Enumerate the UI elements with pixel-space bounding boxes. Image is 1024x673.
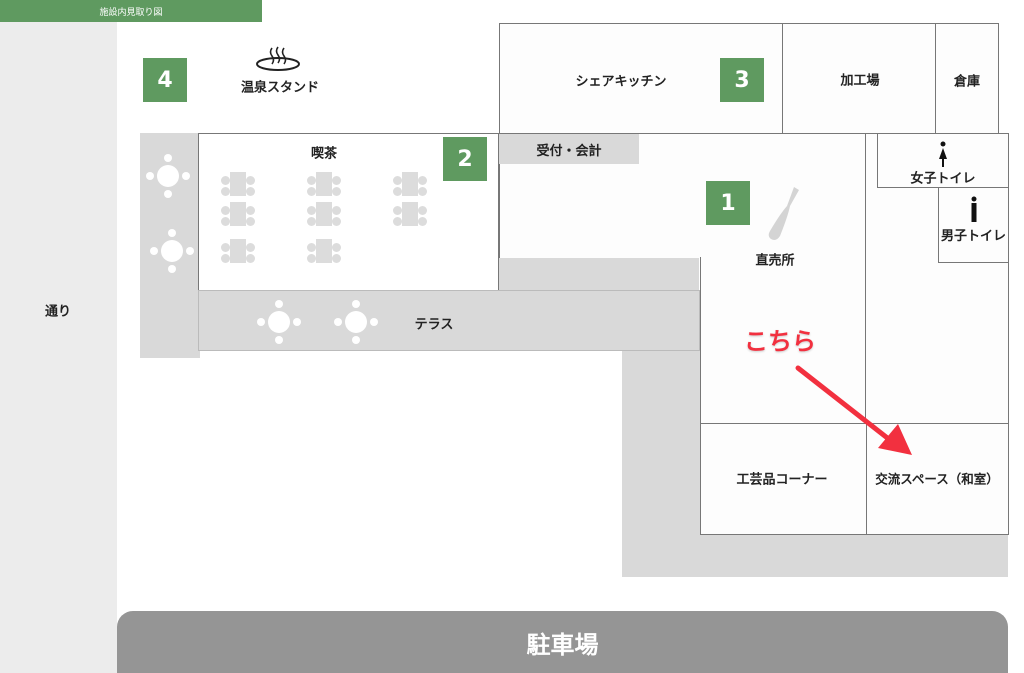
- arrow-icon: [795, 365, 912, 455]
- chair: [186, 247, 194, 255]
- cafe-table: [402, 172, 418, 196]
- cafe-table: [230, 239, 246, 263]
- womens-toilet-label: 女子トイレ: [910, 171, 976, 187]
- chair: [164, 190, 172, 198]
- chair: [418, 187, 427, 196]
- map-title: 施設内見取り図: [99, 7, 163, 18]
- chair: [307, 206, 316, 215]
- chair: [168, 265, 176, 273]
- chair: [393, 187, 402, 196]
- chair: [307, 217, 316, 226]
- share-kitchen-label: シェアキッチン: [575, 74, 667, 90]
- cafe-table: [316, 239, 332, 263]
- mens-toilet-label: 男子トイレ: [941, 229, 1007, 244]
- reception-label: 受付・会計: [536, 143, 602, 159]
- cafe-table: [316, 202, 332, 226]
- round-table: [157, 165, 179, 187]
- chair: [418, 217, 427, 226]
- chair: [221, 243, 230, 252]
- sales-strip: [499, 257, 699, 290]
- chair: [221, 206, 230, 215]
- chair: [393, 217, 402, 226]
- woman-icon: [939, 141, 947, 167]
- exchange-label: 交流スペース（和室）: [875, 471, 999, 487]
- chair: [275, 336, 283, 344]
- parking-label: 駐車場: [526, 630, 599, 659]
- chair: [418, 206, 427, 215]
- chair: [257, 318, 265, 326]
- chair: [246, 243, 255, 252]
- chair: [275, 300, 283, 308]
- chair: [246, 254, 255, 263]
- chair: [150, 247, 158, 255]
- chair: [246, 187, 255, 196]
- chair: [246, 176, 255, 185]
- cafe-table: [230, 172, 246, 196]
- chair: [182, 172, 190, 180]
- chair: [393, 206, 402, 215]
- chair: [307, 254, 316, 263]
- crafts-label: 工芸品コーナー: [736, 472, 828, 488]
- hot-spring-icon: [256, 46, 300, 71]
- chair: [146, 172, 154, 180]
- chair: [332, 176, 341, 185]
- chair: [168, 229, 176, 237]
- crafts-room: [700, 423, 867, 535]
- chair: [332, 243, 341, 252]
- kissa-label: 喫茶: [310, 146, 338, 162]
- chair: [164, 154, 172, 162]
- chair: [393, 176, 402, 185]
- chair: [293, 318, 301, 326]
- chair: [332, 206, 341, 215]
- storage-room: [935, 23, 999, 134]
- badge-3: 3: [720, 58, 764, 102]
- chair: [221, 176, 230, 185]
- direct-sales-lower: [700, 257, 866, 424]
- chair: [246, 217, 255, 226]
- chair: [221, 187, 230, 196]
- round-table: [268, 311, 290, 333]
- round-table: [345, 311, 367, 333]
- chair: [221, 217, 230, 226]
- badge-1: 1: [706, 181, 750, 225]
- chair: [370, 318, 378, 326]
- storage-label: 倉庫: [953, 74, 981, 90]
- badge-2: 2: [443, 137, 487, 181]
- chair: [332, 254, 341, 263]
- chair: [246, 206, 255, 215]
- chair: [332, 187, 341, 196]
- street: [0, 22, 117, 673]
- chair: [418, 176, 427, 185]
- chair: [307, 187, 316, 196]
- parking: 駐車場: [117, 611, 1008, 673]
- processing-label: 加工場: [840, 73, 880, 89]
- reception-desk: 受付・会計: [499, 134, 639, 164]
- direct-sales-label: 直売所: [755, 253, 795, 269]
- onsen-label: 温泉スタンド: [240, 80, 320, 96]
- chair: [352, 336, 360, 344]
- badge-4: 4: [143, 58, 187, 102]
- chair: [352, 300, 360, 308]
- man-icon: [971, 196, 977, 222]
- cafe-table: [316, 172, 332, 196]
- annotation-label: こちら: [744, 327, 816, 356]
- chair: [221, 254, 230, 263]
- terrace-label: テラス: [414, 317, 454, 333]
- round-table: [161, 240, 183, 262]
- cafe-table: [230, 202, 246, 226]
- chair: [332, 217, 341, 226]
- chair: [307, 176, 316, 185]
- street-label: 通り: [44, 304, 72, 320]
- cafe-table: [402, 202, 418, 226]
- chair: [307, 243, 316, 252]
- chair: [334, 318, 342, 326]
- header-bar: 施設内見取り図: [0, 0, 262, 22]
- bottle-icon: [768, 187, 799, 240]
